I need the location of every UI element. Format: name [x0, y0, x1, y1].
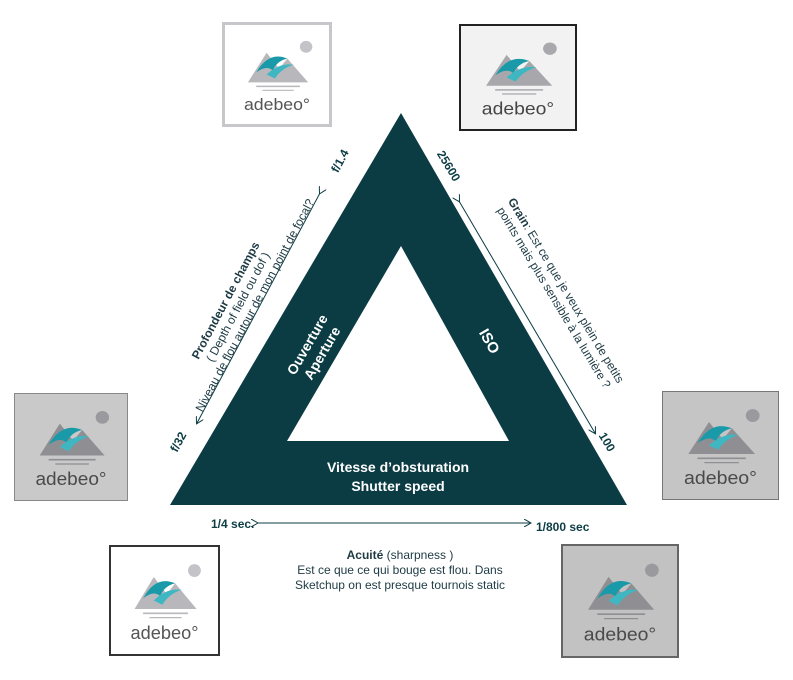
bird-icon [495, 58, 530, 76]
bird-icon [597, 581, 632, 599]
bird-wing-icon [608, 589, 639, 606]
bird-wing-icon [709, 434, 739, 450]
logo-thumbnail-bottom-left: adebeo° [109, 545, 220, 656]
logo-thumbnail-bottom-right: adebeo° [561, 544, 679, 658]
adebeo-logo: adebeo° [244, 40, 313, 115]
bird-wing-icon [153, 589, 182, 605]
bird-icon [697, 426, 732, 444]
bird-icon [143, 581, 176, 599]
bird-wing-icon [59, 436, 89, 452]
brand-name: adebeo° [35, 469, 106, 489]
iso-arrow [459, 201, 595, 433]
shutter-slow-value: 1/4 sec. [211, 517, 255, 531]
brand-name: adebeo° [684, 469, 757, 489]
shutter-fast-value: 1/800 sec [536, 520, 590, 534]
logo-thumbnail-mid-right: adebeo° [662, 391, 779, 500]
bird-icon [48, 427, 83, 445]
sun-icon [745, 409, 760, 422]
bird-icon [256, 56, 288, 73]
brand-name: adebeo° [482, 98, 554, 118]
adebeo-logo: adebeo° [684, 409, 760, 489]
sun-icon [95, 410, 110, 424]
adebeo-logo: adebeo° [584, 563, 659, 646]
sun-icon [299, 40, 313, 53]
adebeo-logo: adebeo° [35, 410, 110, 489]
shutter-label: Vitesse d’obsturation Shutter speed [326, 459, 470, 494]
brand-name: adebeo° [131, 623, 199, 643]
sharpness-note: Acuité (sharpness ) Est ce que ce qui bo… [294, 548, 506, 592]
sun-icon [543, 42, 557, 55]
logo-thumbnail-mid-left: adebeo° [14, 393, 128, 501]
sun-icon [645, 563, 659, 577]
brand-name: adebeo° [244, 95, 310, 115]
bird-wing-icon [506, 66, 537, 82]
bird-wing-icon [266, 64, 294, 79]
adebeo-logo: adebeo° [482, 42, 557, 118]
sun-icon [188, 564, 201, 577]
adebeo-logo: adebeo° [131, 564, 201, 643]
brand-name: adebeo° [584, 625, 656, 646]
logo-thumbnail-top-right: adebeo° [459, 24, 577, 131]
logo-thumbnail-top-left: adebeo° [222, 22, 332, 127]
aperture-arrow [197, 193, 320, 423]
